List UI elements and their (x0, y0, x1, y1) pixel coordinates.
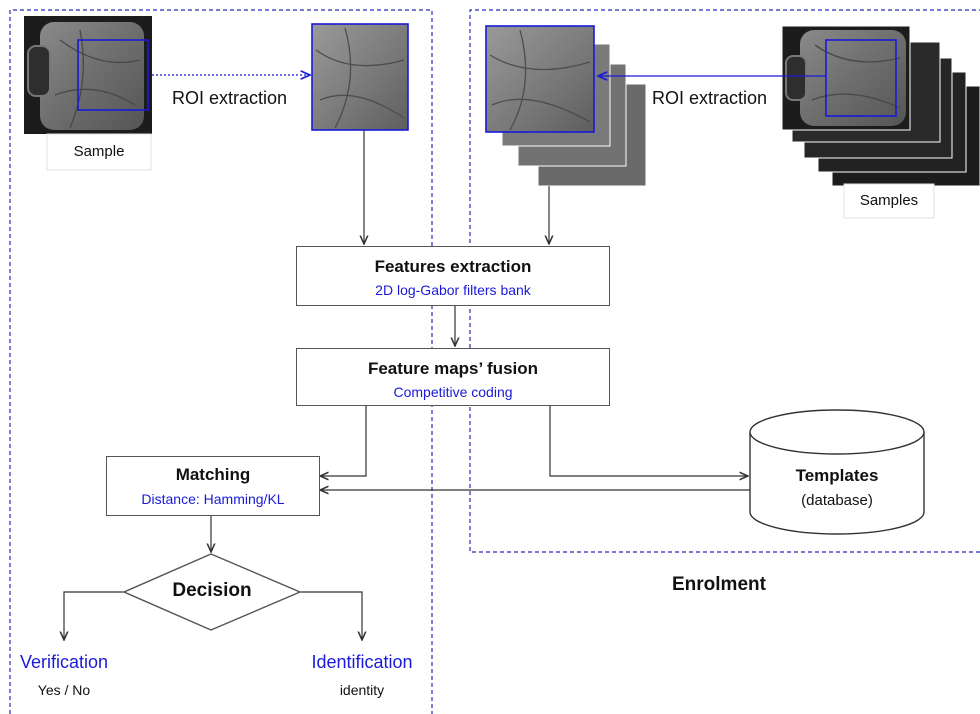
arrow-fusion-to-templates (549, 406, 748, 476)
feature-fusion-subtitle: Competitive coding (393, 384, 513, 400)
sample-caption-box (46, 133, 152, 171)
feature-fusion-box: Feature maps’ fusion Competitive coding (296, 348, 610, 406)
roi-image-icon (311, 23, 409, 131)
feature-fusion-title: Feature maps’ fusion (367, 359, 539, 378)
matching-box: Matching Distance: Hamming/KL (106, 456, 320, 516)
samples-caption-box (843, 183, 935, 219)
templates-subtitle: (database) (801, 492, 873, 509)
database-cylinder-icon (749, 409, 925, 535)
decision-diamond (122, 553, 302, 631)
matching-title: Matching (175, 465, 251, 484)
templates-title: Templates (795, 466, 879, 485)
arrow-fusion-to-matching (320, 406, 367, 476)
sample-label: Sample (73, 143, 125, 160)
palm-samples-stack (781, 25, 980, 187)
features-extraction-subtitle: 2D log-Gabor filters bank (375, 282, 531, 298)
roi-box-left (77, 39, 149, 111)
roi-extraction-label-left: ROI extraction (172, 88, 288, 108)
roi-extraction-label-right: ROI extraction (652, 88, 768, 108)
roi-box-right (825, 39, 897, 117)
palm-image-icon (24, 16, 152, 134)
matching-subtitle: Distance: Hamming/KL (141, 491, 285, 507)
verification-label: Verification (19, 652, 109, 672)
enrolment-label: Enrolment (672, 574, 766, 595)
identification-label: Identification (311, 652, 413, 672)
features-extraction-box: Features extraction 2D log-Gabor filters… (296, 246, 610, 306)
samples-label: Samples (859, 192, 919, 209)
verification-result: Yes / No (37, 682, 91, 698)
identification-result: identity (339, 682, 385, 698)
decision-label: Decision (172, 580, 252, 601)
arrow-decision-to-verification (64, 591, 124, 640)
roi-image-stack (485, 25, 647, 187)
features-extraction-title: Features extraction (374, 257, 532, 276)
arrow-decision-to-identification (300, 591, 362, 640)
